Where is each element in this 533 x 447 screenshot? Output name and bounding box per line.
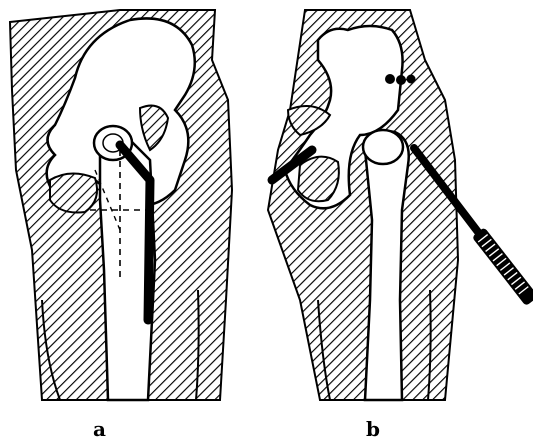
- panel-b: [268, 10, 533, 400]
- panel-b-marker-dot: [396, 75, 406, 85]
- panel-b-marker-dot: [385, 74, 395, 84]
- panel-b-obturator-foramen: [298, 157, 339, 202]
- panel-b-label: b: [366, 419, 380, 439]
- panel-a: [10, 10, 232, 400]
- panel-b-drill-handle: [472, 227, 533, 306]
- panel-a-label: a: [93, 419, 106, 439]
- panel-b-femoral-head: [363, 130, 403, 164]
- panel-a-obturator-foramen: [50, 173, 97, 212]
- panel-b-marker-dot: [407, 75, 416, 84]
